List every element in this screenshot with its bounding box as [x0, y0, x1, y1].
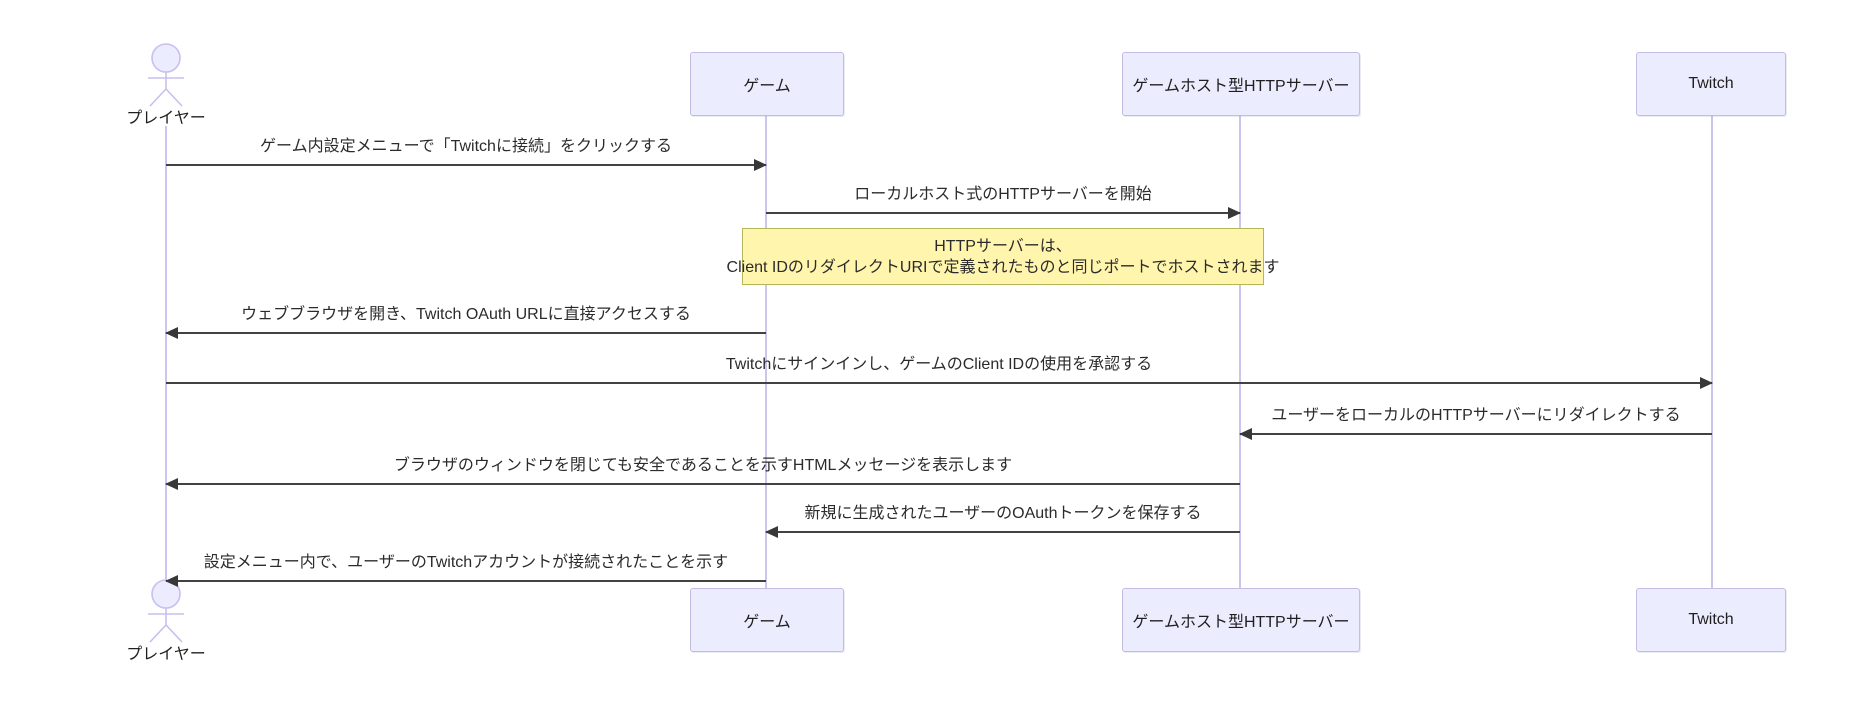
lifeline-player — [165, 126, 167, 580]
lifeline-server — [1239, 114, 1241, 590]
arrowhead-left-icon — [165, 327, 178, 339]
arrowhead-right-icon — [754, 159, 767, 171]
message-label: ウェブブラウザを開き、Twitch OAuth URLに直接アクセスする — [241, 306, 691, 323]
message-open-browser-oauth: ウェブブラウザを開き、Twitch OAuth URLに直接アクセスする — [165, 304, 766, 339]
participant-server-label: ゲームホスト型HTTPサーバー — [1132, 78, 1350, 95]
message-label: Twitchにサインインし、ゲームのClient IDの使用を承認する — [725, 356, 1153, 373]
participant-twitch-top: Twitch — [1636, 52, 1786, 116]
lifeline-twitch — [1711, 114, 1713, 590]
participant-twitch-bottom: Twitch — [1636, 588, 1786, 652]
message-redirect-local-server: ユーザーをローカルのHTTPサーバーにリダイレクトする — [1239, 405, 1712, 440]
message-sign-in-authorize: Twitchにサインインし、ゲームのClient IDの使用を承認する — [166, 354, 1713, 389]
note-over-game-server: HTTPサーバーは、 Client IDのリダイレクトURIで定義されたものと同… — [727, 228, 1279, 285]
participant-server-top: ゲームホスト型HTTPサーバー — [1122, 52, 1360, 116]
message-line — [766, 531, 1240, 533]
message-label: ローカルホスト式のHTTPサーバーを開始 — [854, 186, 1152, 203]
message-connect-twitch: ゲーム内設定メニューで「Twitchに接続」をクリックする — [166, 136, 767, 171]
message-label: 設定メニュー内で、ユーザーのTwitchアカウントが接続されたことを示す — [203, 554, 729, 571]
message-line — [166, 580, 766, 582]
actor-player-label: プレイヤー — [126, 646, 206, 663]
arrowhead-right-icon — [1228, 207, 1241, 219]
participant-game-top: ゲーム — [690, 52, 844, 116]
note-line-2: Client IDのリダイレクトURIで定義されたものと同じポートでホストされま… — [726, 258, 1280, 276]
message-line — [166, 382, 1712, 384]
arrowhead-left-icon — [765, 526, 778, 538]
participant-game-label: ゲーム — [743, 78, 791, 95]
arrowhead-left-icon — [165, 575, 178, 587]
message-save-oauth-token: 新規に生成されたユーザーのOAuthトークンを保存する — [765, 503, 1240, 538]
actor-player-label: プレイヤー — [126, 110, 206, 127]
message-label: ユーザーをローカルのHTTPサーバーにリダイレクトする — [1271, 407, 1681, 424]
participant-twitch-label: Twitch — [1688, 75, 1734, 92]
actor-player-icon — [134, 578, 198, 646]
message-label: 新規に生成されたユーザーのOAuthトークンを保存する — [804, 505, 1202, 522]
note-line-1: HTTPサーバーは、 — [934, 237, 1072, 255]
arrowhead-right-icon — [1700, 377, 1713, 389]
lifeline-game — [765, 114, 767, 590]
actor-player-icon — [134, 42, 198, 110]
message-start-http-server: ローカルホスト式のHTTPサーバーを開始 — [766, 184, 1241, 219]
message-line — [166, 164, 766, 166]
message-line — [1240, 433, 1712, 435]
participant-server-bottom: ゲームホスト型HTTPサーバー — [1122, 588, 1360, 652]
message-line — [166, 483, 1240, 485]
message-show-html-safe: ブラウザのウィンドウを閉じても安全であることを示すHTMLメッセージを表示します — [165, 455, 1240, 490]
arrowhead-left-icon — [1239, 428, 1252, 440]
arrowhead-left-icon — [165, 478, 178, 490]
participant-game-bottom: ゲーム — [690, 588, 844, 652]
participant-twitch-label: Twitch — [1688, 611, 1734, 628]
participant-game-label: ゲーム — [743, 614, 791, 631]
message-line — [766, 212, 1240, 214]
message-show-account-connected: 設定メニュー内で、ユーザーのTwitchアカウントが接続されたことを示す — [165, 552, 766, 587]
message-label: ブラウザのウィンドウを閉じても安全であることを示すHTMLメッセージを表示します — [393, 457, 1013, 474]
message-label: ゲーム内設定メニューで「Twitchに接続」をクリックする — [260, 138, 672, 155]
participant-server-label: ゲームホスト型HTTPサーバー — [1132, 614, 1350, 631]
message-line — [166, 332, 766, 334]
